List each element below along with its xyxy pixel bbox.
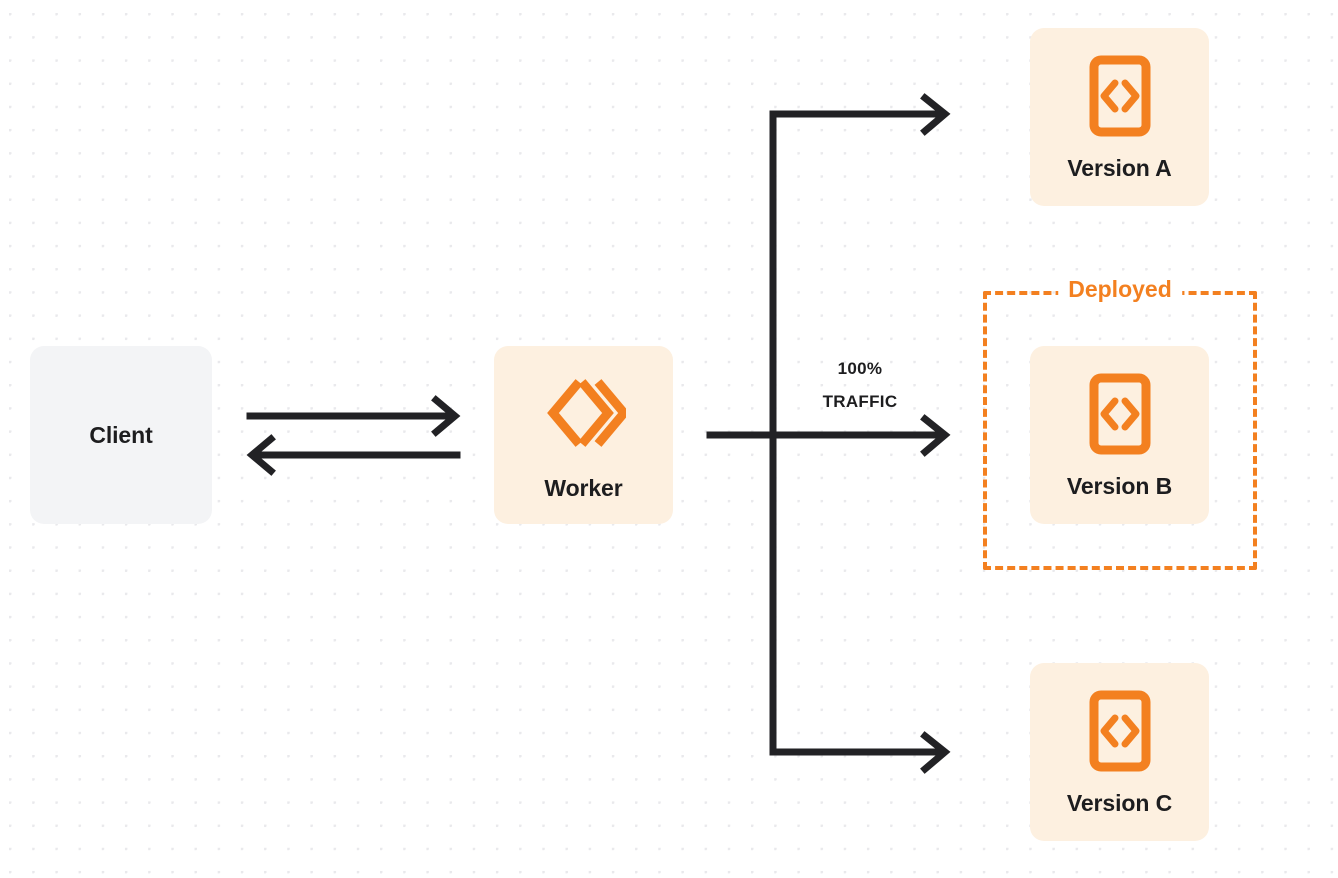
traffic-percent-value: 100% xyxy=(837,359,883,378)
traffic-unit-label: TRAFFIC xyxy=(822,392,898,412)
version-b-label: Version B xyxy=(1066,472,1173,499)
code-document-icon xyxy=(1089,373,1151,455)
version-b-node[interactable]: Version B xyxy=(1030,346,1209,524)
version-c-node[interactable]: Version C xyxy=(1030,663,1209,841)
traffic-percentage-label: 100% TRAFFIC xyxy=(793,352,927,418)
edge-worker-to-client xyxy=(246,434,461,476)
cloudflare-workers-logo-icon xyxy=(542,371,626,455)
worker-label: Worker xyxy=(544,474,623,501)
edge-bus-to-version-a xyxy=(769,93,951,136)
edge-bus-to-version-b xyxy=(769,414,951,457)
code-document-icon xyxy=(1089,690,1151,772)
version-c-label: Version C xyxy=(1066,789,1173,816)
client-label: Client xyxy=(89,421,153,448)
client-node[interactable]: Client xyxy=(30,346,212,524)
version-a-label: Version A xyxy=(1067,154,1172,181)
edge-client-to-worker xyxy=(246,395,461,437)
worker-node[interactable]: Worker xyxy=(494,346,673,524)
version-a-node[interactable]: Version A xyxy=(1030,28,1209,206)
edge-bus-to-version-c xyxy=(769,731,951,774)
code-document-icon xyxy=(1089,55,1151,137)
deployed-group-border: Deployed xyxy=(983,278,1257,570)
deployed-group-label: Deployed xyxy=(1058,278,1182,301)
